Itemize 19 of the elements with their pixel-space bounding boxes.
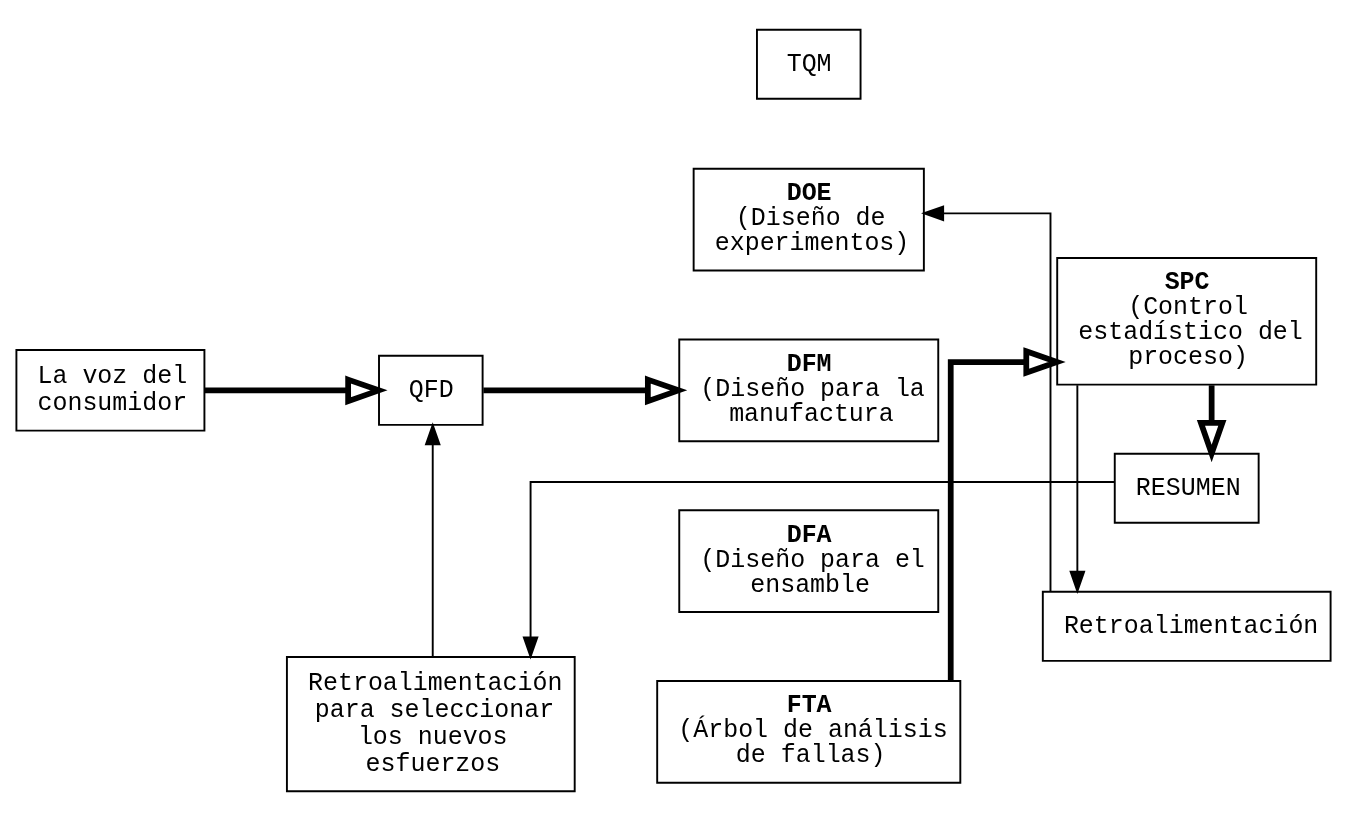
arrow bbox=[522, 481, 1116, 660]
node-box: DOE (Diseño de experimentos) bbox=[692, 167, 925, 272]
node-box: Retroalimentación para seleccionar los nuevos esfuerzos bbox=[285, 656, 576, 793]
arrow bbox=[483, 375, 688, 406]
arrow bbox=[204, 375, 388, 406]
node-box: QFD bbox=[378, 354, 484, 426]
node-box: Retroalimentación bbox=[1041, 590, 1332, 662]
node-box: DFM (Diseño para la manufactura bbox=[678, 338, 940, 443]
arrow bbox=[921, 205, 1052, 593]
node-box: FTA (Árbol de análisis de fallas) bbox=[656, 680, 962, 784]
node-box: DFA (Diseño para el ensamble bbox=[678, 509, 940, 613]
node-box: SPC (Control estadístico del proceso) bbox=[1056, 257, 1318, 386]
arrow bbox=[424, 422, 441, 658]
arrow bbox=[1196, 385, 1227, 463]
arrow bbox=[1069, 384, 1086, 594]
node-box: RESUMEN bbox=[1113, 452, 1260, 524]
node-box: La voz del consumidor bbox=[15, 349, 206, 432]
arrow bbox=[947, 347, 1066, 681]
node-box: TQM bbox=[756, 28, 862, 100]
